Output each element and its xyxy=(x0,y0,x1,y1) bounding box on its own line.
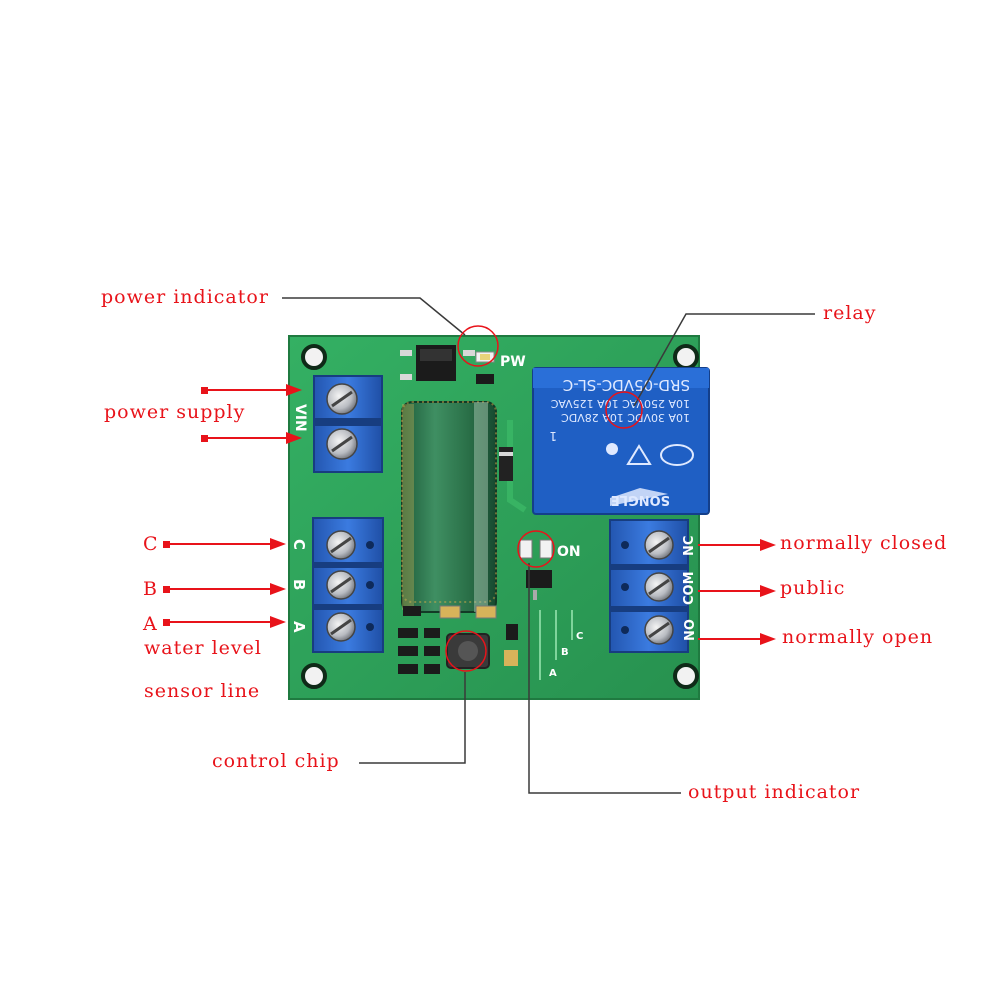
relay-logo xyxy=(626,444,652,465)
silk-c: C xyxy=(290,539,308,550)
silk-on: ON xyxy=(557,544,581,560)
silk-a: A xyxy=(290,621,308,633)
silk-vin: VIN xyxy=(292,404,308,432)
relay-model-text: SRD-05VDC-SL-C xyxy=(563,376,690,394)
silk-pw: PW xyxy=(500,354,526,370)
label-normally-closed: normally closed xyxy=(780,532,948,554)
diode xyxy=(499,447,513,481)
silk-com: COM xyxy=(682,571,697,605)
label-water-level: water level xyxy=(144,637,262,659)
relay-logo xyxy=(660,444,694,466)
label-sensor-line: sensor line xyxy=(144,680,261,702)
terminal-block-sensor xyxy=(312,517,384,653)
label-output-indicator: output indicator xyxy=(688,781,861,803)
label-b: B xyxy=(143,578,158,600)
regulator-component xyxy=(400,345,475,381)
silk-no: NO xyxy=(683,619,698,641)
output-indicator-led xyxy=(519,539,553,600)
relay-pin-text: 1 xyxy=(549,429,557,443)
relay-logo xyxy=(610,488,668,506)
pcb-trace xyxy=(539,610,573,680)
capacitor xyxy=(401,401,497,613)
silkscreen: PW ON VIN C B A NC COM NO A B C xyxy=(290,354,698,679)
relay-component: SRD-05VDC-SL-C 10A 250VAC 10A 125VAC 10A… xyxy=(532,367,710,515)
silk-trace-c: C xyxy=(576,631,583,642)
label-a: A xyxy=(143,613,158,635)
label-control-chip: control chip xyxy=(212,750,340,772)
silk-trace-a: A xyxy=(549,668,557,679)
mounting-hole xyxy=(673,663,699,689)
mounting-hole xyxy=(301,663,327,689)
control-chip xyxy=(446,633,490,669)
terminal-block-relay xyxy=(609,519,689,653)
terminal-block-power xyxy=(313,375,383,473)
silk-b: B xyxy=(290,579,308,590)
relay-rating-text: 10A 30VDC 10A 28VDC xyxy=(561,411,690,424)
label-power-indicator: power indicator xyxy=(101,286,269,308)
relay-logo xyxy=(606,443,618,455)
silk-nc: NC xyxy=(682,536,697,556)
annotation-leaders xyxy=(282,297,815,794)
label-relay: relay xyxy=(823,302,877,324)
mounting-hole xyxy=(301,344,327,370)
label-c: C xyxy=(143,533,159,555)
label-power-supply: power supply xyxy=(104,401,246,423)
pcb-trace xyxy=(507,420,527,513)
annotation-arrows xyxy=(163,384,776,645)
label-normally-open: normally open xyxy=(782,626,934,648)
relay-rating-text: 10A 250VAC 10A 125VAC xyxy=(550,397,690,410)
smd-components xyxy=(398,605,518,674)
silk-trace-b: B xyxy=(561,647,569,658)
mounting-hole xyxy=(673,344,699,370)
label-public: public xyxy=(780,577,846,599)
